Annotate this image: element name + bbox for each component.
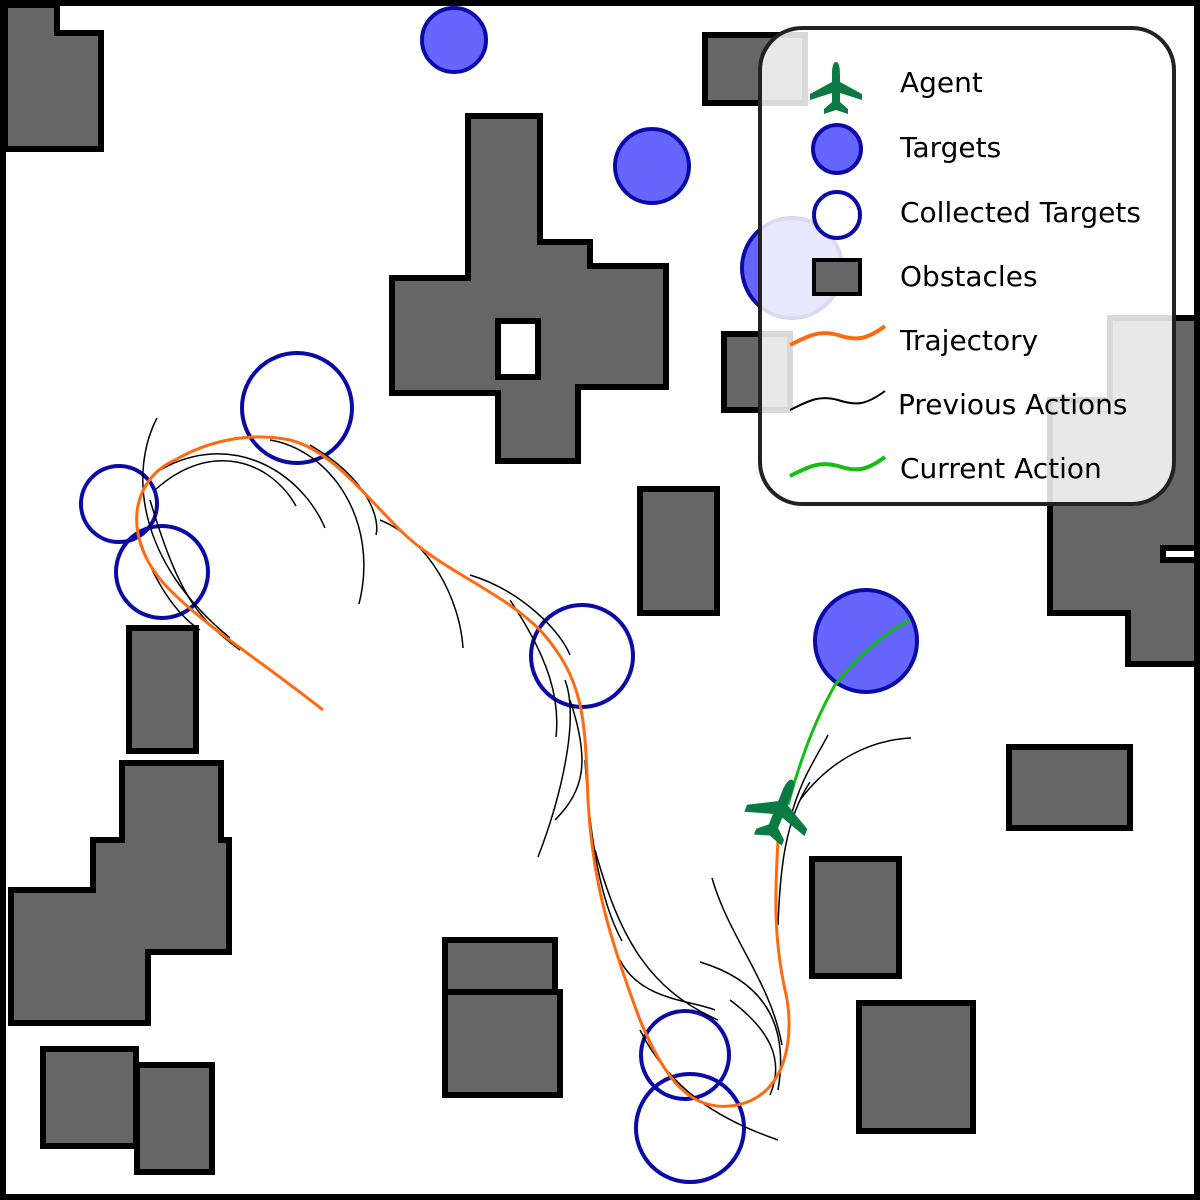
legend-item-collected: Collected Targets [812,190,1141,240]
collected-targets [79,351,746,1184]
legend-label-targets: Targets [899,131,1001,164]
legend-label-agent: Agent [900,66,983,99]
legend-label-current: Current Action [900,452,1102,485]
previous-action [594,849,719,1021]
target [420,6,488,74]
previous-action [469,574,571,656]
previous-action [537,679,571,858]
legend-item-targets: Targets [811,123,1001,175]
obstacle [856,1000,976,1134]
green-wave-icon [789,455,887,478]
obstacle [442,989,563,1098]
previous-action [554,699,583,821]
previous-action [777,781,811,926]
obstacle [134,1062,215,1175]
collected-target [240,351,354,465]
current-action [786,618,911,806]
legend-label-trajectory: Trajectory [899,324,1038,357]
obstacle [637,486,720,616]
previous-action [799,737,912,801]
legend-item-obstacles: Obstacles [812,258,1038,296]
obstacle-hole [495,318,541,380]
legend-box [758,26,1176,506]
legend-item-trajectory: Trajectory [789,324,1038,357]
legend-label-previous: Previous Actions [898,388,1128,421]
obstacle [389,113,669,464]
obstacle [1006,744,1133,831]
previous-action [509,599,558,738]
obstacle [40,1046,139,1149]
filled-circle-icon [811,123,863,175]
previous-action [269,439,365,605]
legend-item-agent: Agent [810,62,983,114]
collected-target [79,464,159,544]
previous-action [789,734,829,821]
legend-label-obstacles: Obstacles [900,260,1038,293]
collected-target [114,524,210,620]
legend-item-previous: Previous Actions [789,388,1128,421]
legend-item-current: Current Action [789,452,1102,485]
orange-wave-icon [789,324,887,347]
target [613,127,691,205]
trajectory [135,435,791,1108]
hollow-circle-icon [812,190,862,240]
previous-action [154,460,297,507]
black-wave-icon [789,390,886,411]
previous-action [711,877,783,1046]
previous-action [619,959,716,1011]
previous-action [142,417,231,639]
target [813,588,919,694]
obstacle [2,2,104,152]
legend-label-collected: Collected Targets [900,196,1141,229]
square-icon [812,258,862,296]
obstacle [8,760,232,1026]
previous-action [159,453,326,529]
collected-target [639,1009,731,1101]
obstacle [809,856,902,979]
collected-target [529,603,635,709]
collected-target [634,1072,746,1184]
obstacle [126,625,199,754]
legend: Agent Targets Collected Targets Obstacle… [758,26,1176,506]
